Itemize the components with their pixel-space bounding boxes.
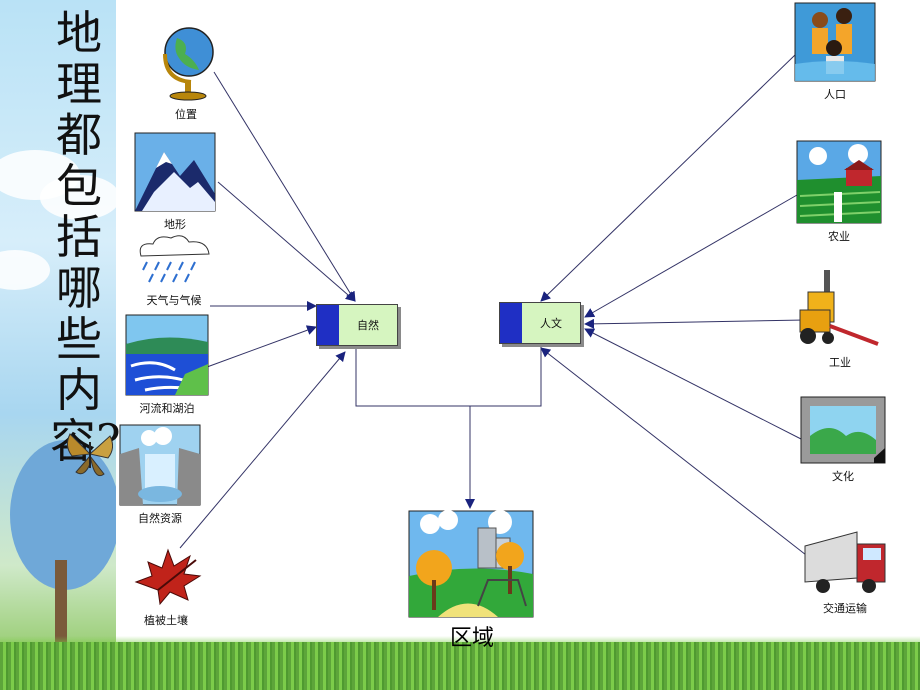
label-industry: 工业 [829, 356, 851, 369]
people-icon [794, 2, 876, 82]
link-merge [355, 347, 542, 407]
link-industry [584, 318, 806, 329]
butterfly-icon [66, 433, 114, 477]
grass-strip [0, 642, 920, 690]
label-culture: 文化 [832, 470, 854, 483]
node-nature-label: 自然 [357, 319, 379, 332]
link-agriculture [584, 194, 798, 318]
item-vegetation: 植被土壤 [128, 546, 204, 628]
label-resources: 自然资源 [138, 512, 182, 525]
item-culture: 文化 [800, 396, 886, 484]
item-industry: 工业 [798, 266, 882, 370]
link-position [213, 71, 356, 302]
farm-icon [796, 140, 882, 224]
item-population: 人口 [794, 2, 876, 102]
node-bar [500, 303, 522, 343]
node-nature: 自然 [316, 304, 398, 346]
link-population [540, 54, 796, 302]
label-rivers: 河流和湖泊 [139, 402, 195, 415]
label-position: 位置 [175, 108, 197, 121]
rain-cloud-icon [139, 235, 210, 283]
link-culture [584, 328, 804, 441]
node-bar [317, 305, 339, 345]
item-landform: 地形 [132, 132, 218, 232]
item-climate: 天气与气候 [130, 232, 218, 308]
mountain-icon [134, 132, 216, 212]
river-icon [125, 314, 209, 396]
decorative-sidebar [0, 0, 116, 690]
link-vegetation [179, 351, 346, 549]
label-landform: 地形 [164, 218, 186, 231]
truck-icon [804, 531, 886, 593]
label-population: 人口 [824, 88, 846, 101]
item-resources: 自然资源 [116, 424, 204, 526]
waterfall-icon [119, 424, 201, 506]
link-rivers [206, 325, 317, 368]
item-agriculture: 农业 [794, 140, 884, 244]
label-climate: 天气与气候 [146, 294, 202, 307]
cloud-shape [40, 175, 116, 220]
node-human: 人文 [499, 302, 581, 344]
label-vegetation: 植被土壤 [144, 614, 188, 627]
forklift-icon [799, 270, 879, 346]
park-icon [408, 510, 534, 618]
label-agriculture: 农业 [828, 230, 850, 243]
tree-trunk [55, 560, 67, 660]
item-transport: 交通运输 [798, 526, 892, 616]
item-position: 位置 [150, 20, 222, 122]
globe-icon [163, 27, 214, 101]
link-landform [217, 181, 356, 302]
page-title: 地理都包括哪些内容? [50, 6, 121, 468]
region-label: 区域 [449, 626, 494, 651]
node-human-label: 人文 [540, 317, 562, 330]
item-rivers: 河流和湖泊 [122, 314, 212, 416]
link-transport [540, 347, 816, 563]
painting-icon [800, 396, 886, 464]
label-transport: 交通运输 [823, 602, 867, 615]
leaf-icon [134, 548, 202, 606]
